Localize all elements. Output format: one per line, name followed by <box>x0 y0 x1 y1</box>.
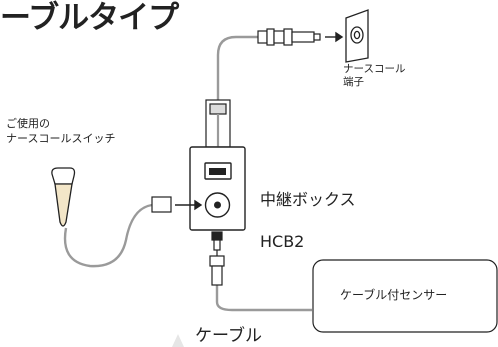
nurse-call-plug <box>257 28 321 46</box>
sensor-label: ケーブル付センサー <box>340 288 448 302</box>
decorative-triangle-mark <box>172 334 184 347</box>
wall-terminal-icon <box>345 9 369 63</box>
cable-to-terminal <box>216 35 258 103</box>
cable-from-switch <box>63 203 153 268</box>
nurse-terminal-label: ナースコール 端子 <box>343 63 406 88</box>
cable-to-sensor <box>215 285 312 312</box>
relay-box-cable-boot <box>205 99 231 148</box>
switch-label: ご使用の ナースコールスイッチ <box>6 117 116 145</box>
relay-box-name: 中継ボックス <box>260 190 356 209</box>
arrow-to-terminal <box>325 31 344 43</box>
relay-box-model: HCB2 <box>260 232 305 251</box>
nurse-call-switch-icon <box>51 167 76 227</box>
sensor-box <box>312 259 498 333</box>
sensor-cable-connector <box>209 231 225 286</box>
arrow-to-relay-box <box>175 199 203 211</box>
relay-box <box>189 146 246 231</box>
relay-box-label: 中継ボックス HCB2 <box>260 168 356 273</box>
diagram-title: ーブルタイプ <box>0 0 179 36</box>
cable-label: ケーブル <box>195 326 262 346</box>
switch-plug <box>151 196 172 213</box>
